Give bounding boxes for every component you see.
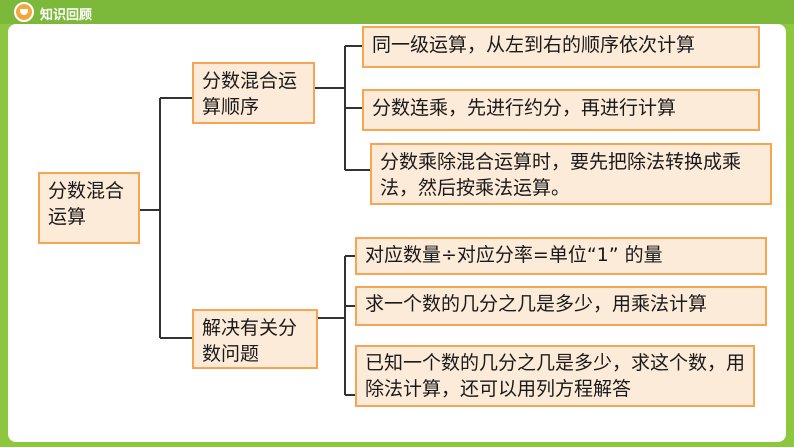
rule-known-fraction: 已知一个数的几分之几是多少，求这个数，用除法计算，还可以用列方程解答 — [355, 345, 755, 407]
rule-unit-one: 对应数量÷对应分率=单位“1” 的量 — [355, 237, 767, 275]
root-node: 分数混合运算 — [38, 172, 140, 244]
rule-same-level: 同一级运算，从左到右的顺序依次计算 — [362, 26, 760, 68]
branch-order-node: 分数混合运算顺序 — [192, 62, 315, 124]
rule-multiply-divide: 分数乘除混合运算时，要先把除法转换成乘法，然后按乘法运算。 — [370, 143, 772, 205]
rule-continued-multiply: 分数连乘，先进行约分，再进行计算 — [362, 89, 760, 131]
top-bar: 知识回顾 — [0, 0, 794, 24]
mascot-logo-icon — [14, 2, 34, 22]
section-title: 知识回顾 — [40, 8, 93, 23]
branch-problem-node: 解决有关分数问题 — [192, 309, 318, 369]
rule-fraction-of-number: 求一个数的几分之几是多少，用乘法计算 — [355, 286, 767, 326]
